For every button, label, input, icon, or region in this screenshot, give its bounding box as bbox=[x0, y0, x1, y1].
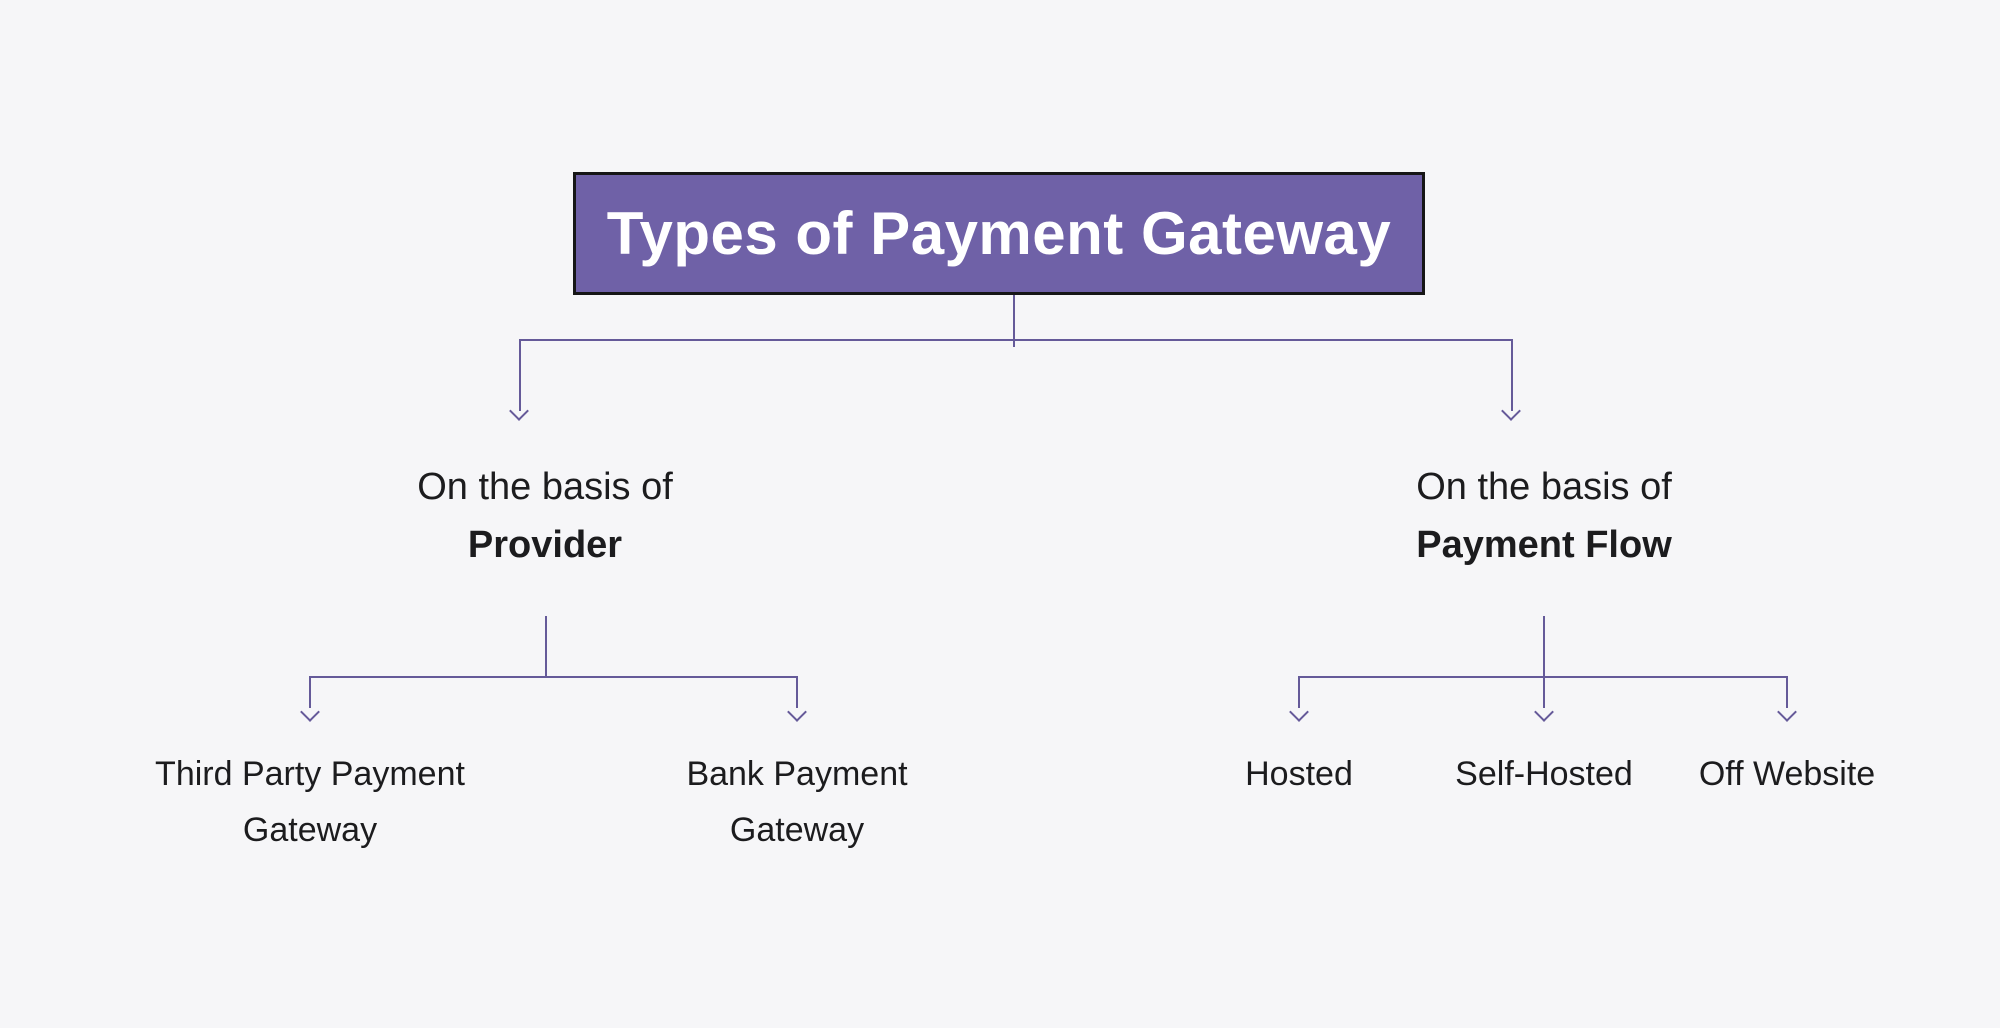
connector-level1-drop-left bbox=[519, 339, 521, 411]
arrow-down-icon bbox=[787, 702, 807, 722]
connector-provider-drop-right bbox=[796, 676, 798, 708]
connector-payment-flow-horizontal bbox=[1299, 676, 1788, 678]
arrow-down-icon bbox=[1289, 702, 1309, 722]
leaf-hosted: Hosted bbox=[1245, 755, 1353, 793]
connector-level1-horizontal bbox=[519, 339, 1513, 341]
leaf-off-website: Off Website bbox=[1698, 755, 1876, 793]
branch-payment-flow-line1: On the basis of bbox=[1416, 466, 1672, 508]
branch-payment-flow-line2: Payment Flow bbox=[1416, 524, 1672, 566]
arrow-down-icon bbox=[1501, 401, 1521, 421]
leaf-bank-payment-gateway: Bank Payment Gateway bbox=[686, 755, 908, 849]
connector-provider-stem bbox=[545, 616, 547, 678]
connector-payment-flow-stem bbox=[1543, 616, 1545, 708]
title-node: Types of Payment Gateway bbox=[573, 172, 1425, 295]
connector-payment-flow-drop-right bbox=[1786, 676, 1788, 708]
diagram-title: Types of Payment Gateway bbox=[606, 200, 1392, 267]
connector-root-stem bbox=[1013, 295, 1015, 347]
leaf-self-hosted: Self-Hosted bbox=[1455, 755, 1633, 793]
connector-provider-drop-left bbox=[309, 676, 311, 708]
branch-provider-line2: Provider bbox=[467, 524, 623, 566]
branch-provider: On the basis of Provider bbox=[345, 458, 745, 574]
arrow-down-icon bbox=[509, 401, 529, 421]
leaf-third-party-payment-gateway: Third Party Payment Gateway bbox=[155, 755, 465, 849]
connector-payment-flow-drop-left bbox=[1298, 676, 1300, 708]
connector-level1-drop-right bbox=[1511, 339, 1513, 411]
arrow-down-icon bbox=[1777, 702, 1797, 722]
branch-provider-line1: On the basis of bbox=[417, 466, 673, 508]
branch-payment-flow: On the basis of Payment Flow bbox=[1344, 458, 1744, 574]
arrow-down-icon bbox=[300, 702, 320, 722]
arrow-down-icon bbox=[1534, 702, 1554, 722]
connector-provider-horizontal bbox=[309, 676, 798, 678]
